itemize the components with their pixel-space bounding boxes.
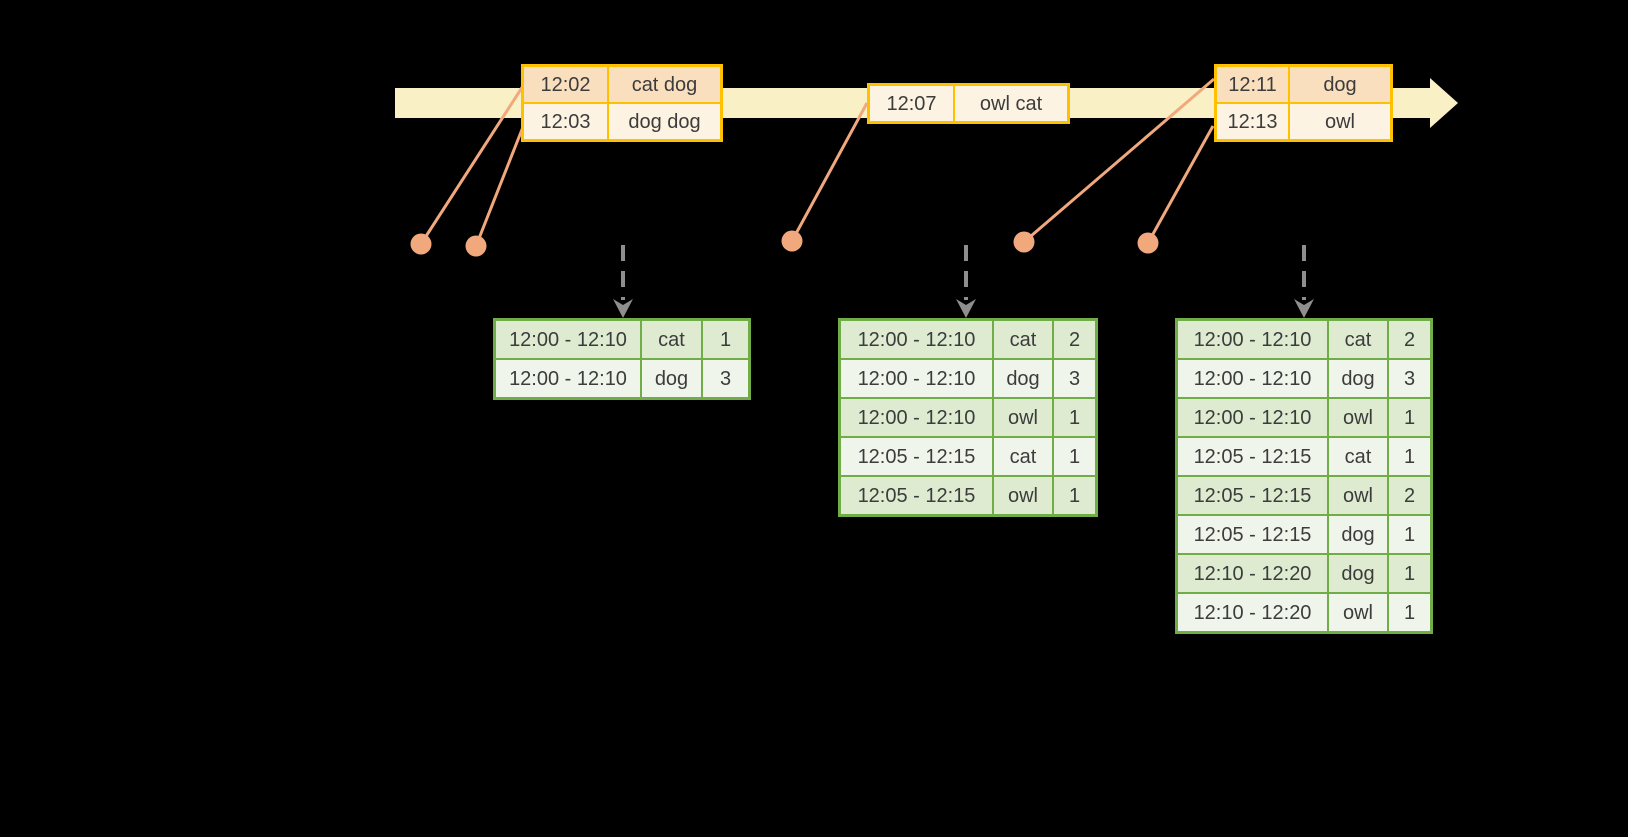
table-cell: 12:05 - 12:15 — [841, 477, 992, 514]
event-dot — [410, 233, 432, 255]
event-dot — [1013, 231, 1035, 253]
table-cell: 1 — [1389, 399, 1430, 436]
table-cell: 12:00 - 12:10 — [1178, 360, 1327, 397]
table-cell: owl — [994, 399, 1052, 436]
table-cell: 2 — [1389, 477, 1430, 514]
trigger-arrows — [613, 245, 1314, 318]
table-cell: 12:05 - 12:15 — [1178, 438, 1327, 475]
table-cell: owl — [1329, 594, 1387, 631]
table-cell: 1 — [1389, 438, 1430, 475]
table-cell: 12:00 - 12:10 — [841, 321, 992, 358]
table-cell: 2 — [1054, 321, 1095, 358]
table-cell: owl — [994, 477, 1052, 514]
table-cell: 12:05 - 12:15 — [841, 438, 992, 475]
table-cell: cat — [1329, 321, 1387, 358]
trigger-arrowhead-icon — [956, 299, 976, 318]
table-cell: 12:00 - 12:10 — [1178, 399, 1327, 436]
table-cell: owl — [1329, 399, 1387, 436]
table-cell: dog — [1290, 67, 1390, 102]
table-cell: 12:00 - 12:10 — [496, 360, 640, 397]
table-cell: 12:03 — [524, 104, 607, 139]
table-cell: 12:00 - 12:10 — [1178, 321, 1327, 358]
connector-line — [1146, 125, 1215, 244]
table-cell: 12:10 - 12:20 — [1178, 594, 1327, 631]
connector-line — [474, 126, 525, 247]
table-cell: 12:11 — [1217, 67, 1288, 102]
table-cell: 1 — [1389, 516, 1430, 553]
event-dot — [1137, 232, 1159, 254]
table-cell: 3 — [1389, 360, 1430, 397]
event-dot — [781, 230, 803, 252]
table-cell: 12:10 - 12:20 — [1178, 555, 1327, 592]
table-cell: cat — [994, 438, 1052, 475]
table-cell: 12:02 — [524, 67, 607, 102]
table-cell: 1 — [1389, 594, 1430, 631]
table-cell: 12:00 - 12:10 — [841, 399, 992, 436]
table-cell: cat — [1329, 438, 1387, 475]
table-cell: 3 — [1054, 360, 1095, 397]
table-cell: 1 — [1054, 477, 1095, 514]
table-cell: cat — [994, 321, 1052, 358]
connector-line — [790, 102, 869, 242]
table-cell: owl — [1290, 104, 1390, 139]
table-cell: 12:00 - 12:10 — [841, 360, 992, 397]
table-cell: dog — [1329, 360, 1387, 397]
table-cell: dog — [642, 360, 701, 397]
table-cell: dog — [994, 360, 1052, 397]
table-cell: 1 — [1054, 438, 1095, 475]
event-dot — [465, 235, 487, 257]
table-cell: 1 — [1054, 399, 1095, 436]
table-cell: 12:13 — [1217, 104, 1288, 139]
table-cell: 1 — [1389, 555, 1430, 592]
table-cell: cat — [642, 321, 701, 358]
table-cell: 12:00 - 12:10 — [496, 321, 640, 358]
table-cell: 12:05 - 12:15 — [1178, 516, 1327, 553]
table-cell: owl cat — [955, 86, 1067, 121]
connector-line — [419, 85, 525, 245]
connector-lines — [419, 77, 1215, 247]
table-cell: 12:07 — [870, 86, 953, 121]
connector-line — [1023, 77, 1215, 244]
table-cell: dog — [1329, 516, 1387, 553]
event-dots — [410, 230, 1159, 257]
trigger-arrowhead-icon — [613, 299, 633, 318]
table-cell: dog dog — [609, 104, 720, 139]
table-cell: cat dog — [609, 67, 720, 102]
table-cell: 12:05 - 12:15 — [1178, 477, 1327, 514]
trigger-arrowhead-icon — [1294, 299, 1314, 318]
table-cell: 3 — [703, 360, 748, 397]
timeline-arrowhead-icon — [1430, 78, 1458, 128]
table-cell: dog — [1329, 555, 1387, 592]
table-cell: owl — [1329, 477, 1387, 514]
table-cell: 1 — [703, 321, 748, 358]
table-cell: 2 — [1389, 321, 1430, 358]
